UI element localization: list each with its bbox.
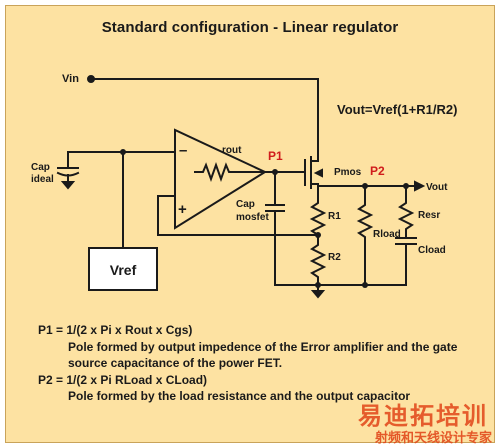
cap-mosfet-label-1: Cap	[236, 199, 255, 210]
p1-label: P1	[268, 149, 283, 163]
pmos-arrow-icon	[313, 168, 323, 178]
error-amplifier-icon	[174, 128, 268, 230]
resr-label: Resr	[418, 210, 440, 221]
feedback-junction	[315, 232, 321, 238]
minus-input-label: –	[179, 142, 187, 159]
r1-r2-divider-icon	[309, 185, 327, 292]
cap-ideal-ground-icon	[60, 181, 76, 190]
cap-ideal-label-2: ideal	[31, 174, 54, 185]
vout-label: Vout	[426, 182, 448, 193]
watermark-subtitle: 射频和天线设计专家	[374, 430, 492, 445]
watermark: 易迪拓培训 射频和天线设计专家	[305, 396, 500, 448]
vout-equation: Vout=Vref(1+R1/R2)	[337, 102, 457, 117]
rout-label: rout	[222, 145, 242, 156]
cap-mosfet-label-2: mosfet	[236, 212, 269, 223]
diagram-title: Standard configuration - Linear regulato…	[101, 19, 399, 36]
rload-label: Rload	[373, 229, 401, 240]
ground-rail	[274, 210, 407, 286]
vref-label: Vref	[110, 262, 137, 278]
p1-junction	[272, 169, 278, 175]
minus-junction	[120, 149, 126, 155]
p2-label: P2	[370, 164, 385, 178]
rload-resistor-icon	[356, 185, 374, 286]
vin-wire	[90, 78, 319, 151]
vin-label: Vin	[62, 73, 79, 85]
r2-label: R2	[328, 252, 341, 263]
feedback-wire	[157, 195, 319, 236]
ground-junction	[315, 282, 321, 288]
rload-ground-junction	[362, 282, 368, 288]
pmos-drain-lead	[310, 183, 319, 194]
cload-label: Cload	[418, 245, 446, 256]
p1-formula: P1 = 1/(2 x Pi x Rout x Cgs)	[38, 323, 193, 337]
p2-formula: P2 = 1/(2 x Pi RLoad x CLoad)	[38, 372, 208, 387]
watermark-title: 易迪拓培训	[358, 403, 488, 430]
p2-junction	[362, 183, 368, 189]
p2-description: Pole formed by the load resistance and t…	[68, 389, 411, 403]
plus-input-label: +	[178, 201, 187, 218]
p1-description: Pole formed by output impedence of the E…	[68, 339, 458, 371]
pmos-label: Pmos	[334, 167, 362, 178]
cap-ideal-label-1: Cap	[31, 162, 50, 173]
vout-arrow-icon	[414, 180, 426, 192]
ground-icon	[310, 290, 326, 299]
output-junction	[403, 183, 409, 189]
pole-notes: P1 = 1/(2 x Pi x Rout x Cgs) Pole formed…	[38, 322, 488, 405]
rout-resistor-icon	[194, 162, 266, 182]
resr-resistor-icon	[397, 185, 415, 239]
r1-label: R1	[328, 211, 341, 222]
vref-box	[88, 247, 158, 291]
